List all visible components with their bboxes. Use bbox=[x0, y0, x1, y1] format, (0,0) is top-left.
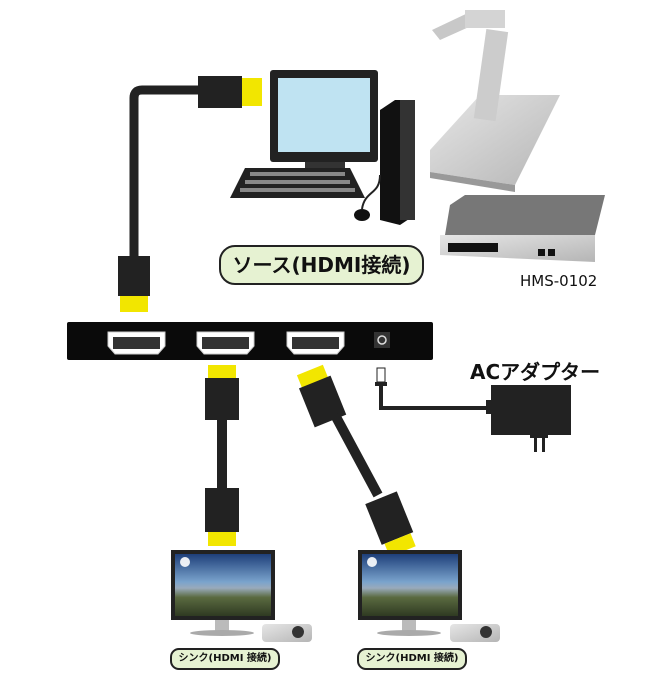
hms-0102-device bbox=[440, 195, 605, 262]
device-model-label: HMS-0102 bbox=[520, 272, 598, 290]
hdmi-splitter bbox=[67, 322, 433, 360]
sink-display-1 bbox=[171, 550, 312, 642]
source-label: ソース(HDMI接続) bbox=[219, 245, 424, 285]
sink-label-2: シンク(HDMI 接続) bbox=[357, 648, 467, 670]
sink-display-2 bbox=[358, 550, 500, 642]
hdmi-output-cable-1 bbox=[205, 365, 239, 546]
sink-label-1: シンク(HDMI 接続) bbox=[170, 648, 280, 670]
ac-adapter bbox=[375, 367, 571, 452]
pc bbox=[230, 70, 415, 225]
hdmi-input-cable bbox=[118, 76, 262, 312]
ac-adapter-label: ACアダプター bbox=[470, 360, 601, 384]
document-camera bbox=[430, 10, 560, 192]
hdmi-output-cable-2 bbox=[296, 364, 416, 557]
